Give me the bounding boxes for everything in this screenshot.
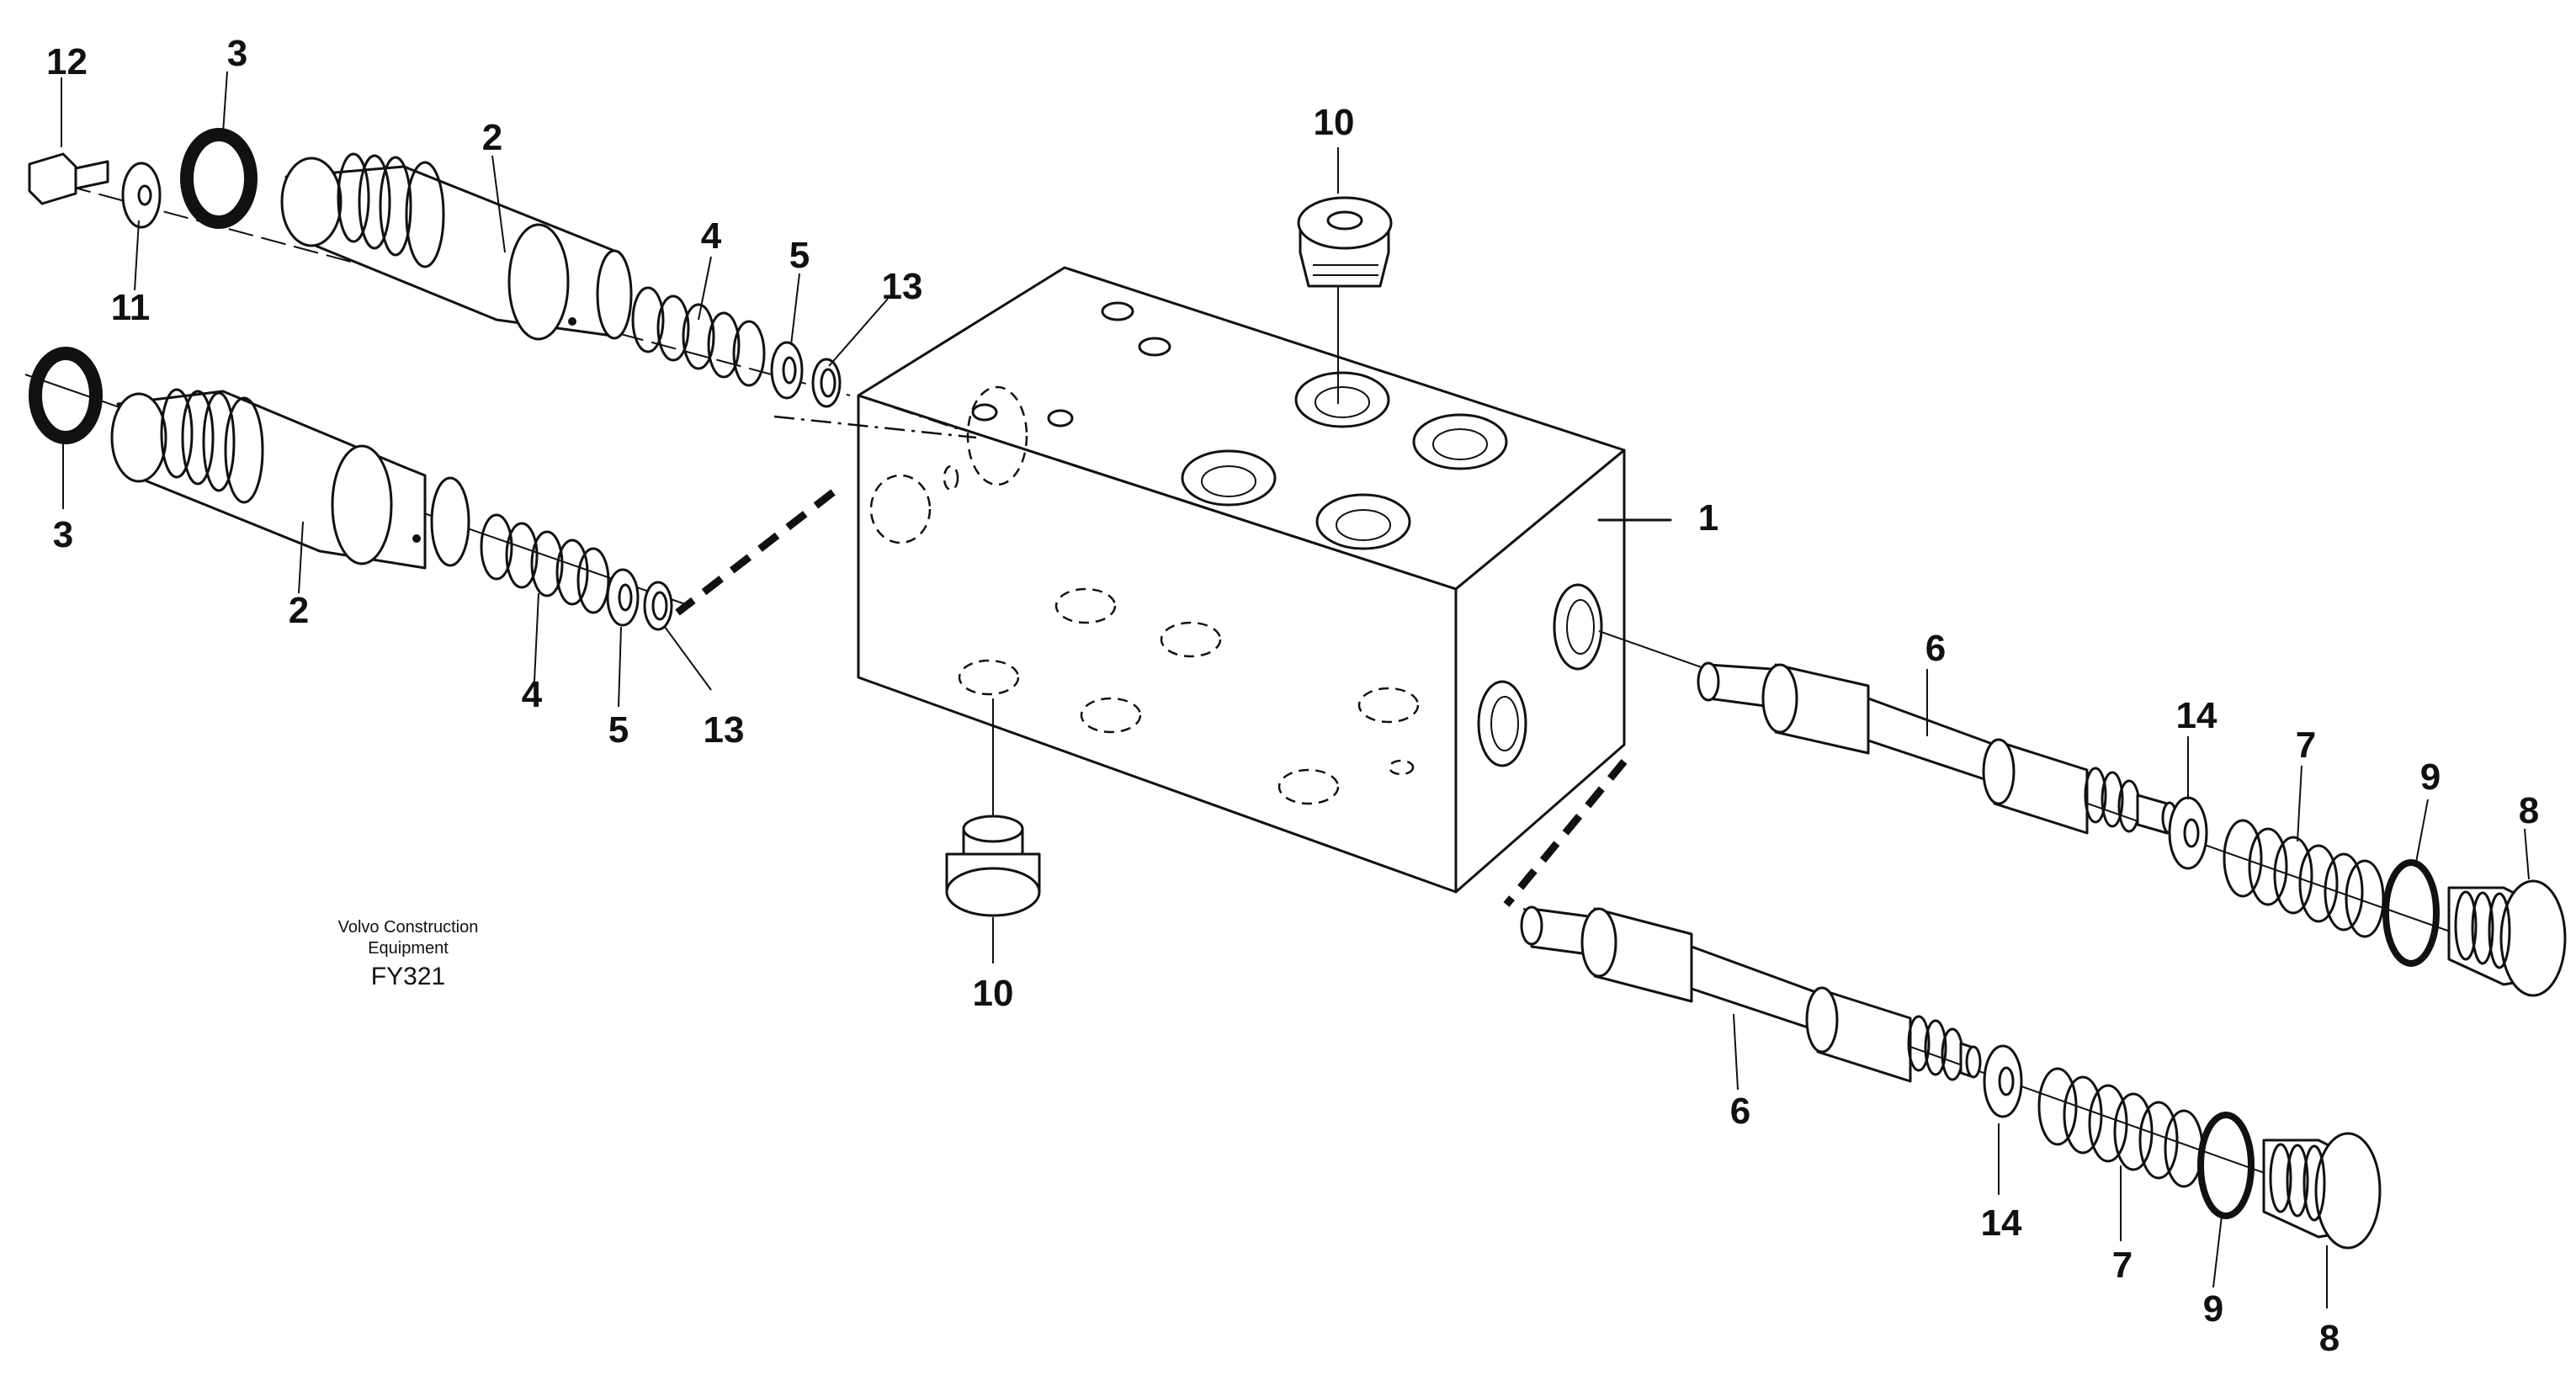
callout-1: 1 — [1698, 497, 1718, 539]
spring-right-upper — [2223, 819, 2385, 938]
callout-6-upper: 6 — [1925, 628, 1946, 669]
spool-upper — [280, 152, 633, 341]
callout-9-lower: 9 — [2203, 1288, 2223, 1330]
plug-top — [1297, 147, 1393, 404]
upper-right-assembly — [1598, 630, 2567, 997]
callout-7-upper: 7 — [2296, 724, 2316, 766]
piston-upper — [1697, 661, 2178, 835]
valve-body — [857, 266, 1672, 894]
callout-3-lower: 3 — [53, 514, 73, 555]
callout-8-lower: 8 — [2319, 1318, 2340, 1359]
callout-2-lower: 2 — [289, 590, 309, 631]
plug-right-lower — [2262, 1132, 2382, 1250]
callout-8-upper: 8 — [2519, 790, 2539, 831]
callout-12: 12 — [46, 41, 88, 82]
callout-5-lower: 5 — [608, 709, 629, 751]
callout-4-lower: 4 — [522, 674, 543, 715]
callout-9-upper: 9 — [2420, 756, 2441, 798]
piston-lower — [1520, 905, 1982, 1083]
spool-lower — [110, 388, 470, 570]
callout-10-top: 10 — [1314, 102, 1355, 143]
plug-right-upper — [2447, 879, 2567, 997]
callout-7-lower: 7 — [2112, 1245, 2133, 1286]
screw-part — [28, 152, 109, 205]
caption-code: FY321 — [371, 963, 445, 990]
callout-5-upper: 5 — [789, 235, 810, 276]
callout-6-lower: 6 — [1730, 1091, 1750, 1132]
spring-lower — [480, 513, 610, 614]
callout-13-lower: 13 — [704, 709, 745, 751]
lower-left-assembly — [24, 347, 712, 708]
callout-14-upper: 14 — [2176, 695, 2217, 736]
caption-line2: Equipment — [368, 939, 449, 958]
plug-bottom — [945, 698, 1041, 963]
callout-10-bottom: 10 — [973, 973, 1014, 1014]
callout-13-upper: 13 — [882, 266, 923, 307]
callout-3-upper: 3 — [227, 33, 247, 74]
spring-right-lower — [2037, 1067, 2204, 1188]
lower-right-assembly — [1520, 905, 2382, 1308]
caption-line1: Volvo Construction — [338, 918, 479, 937]
callout-14-lower: 14 — [1981, 1202, 2022, 1244]
callout-2-upper: 2 — [482, 117, 502, 158]
callout-4-upper: 4 — [701, 215, 722, 257]
callout-11: 11 — [111, 287, 151, 328]
spring-upper — [631, 286, 766, 387]
upper-left-assembly — [28, 71, 889, 408]
